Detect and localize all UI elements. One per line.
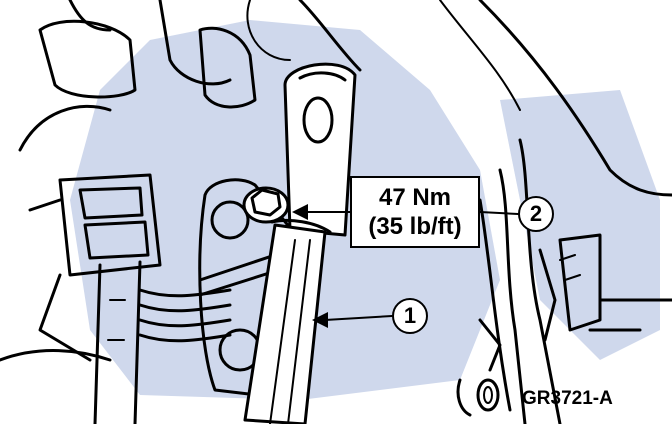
wiring-harness: [138, 288, 232, 298]
callout-2: 2: [518, 196, 554, 232]
torque-imperial: (35 lb/ft): [368, 213, 462, 240]
upper-housing: [38, 19, 137, 99]
leader-torque: [292, 204, 351, 220]
mounting-bolt: [242, 186, 290, 224]
leader-callout-1: [312, 312, 393, 328]
small-washer: [476, 378, 500, 412]
shaft: [243, 218, 332, 424]
torque-specification-box: 47 Nm (35 lb/ft): [350, 176, 480, 248]
small-fitting: [478, 318, 502, 372]
lever-arm: [283, 62, 357, 237]
left-column: [93, 263, 102, 424]
left-bracket: [58, 173, 162, 277]
leader-callout-2: [479, 211, 519, 215]
torque-metric: 47 Nm: [378, 184, 452, 211]
housing-hole-upper: [210, 200, 250, 240]
figure-reference-code: GR3721-A: [522, 388, 613, 409]
callout-1: 1: [392, 298, 428, 334]
central-housing: [198, 178, 302, 402]
outer-housing-curve: [478, 0, 672, 197]
lever-arm-hole: [302, 96, 334, 144]
